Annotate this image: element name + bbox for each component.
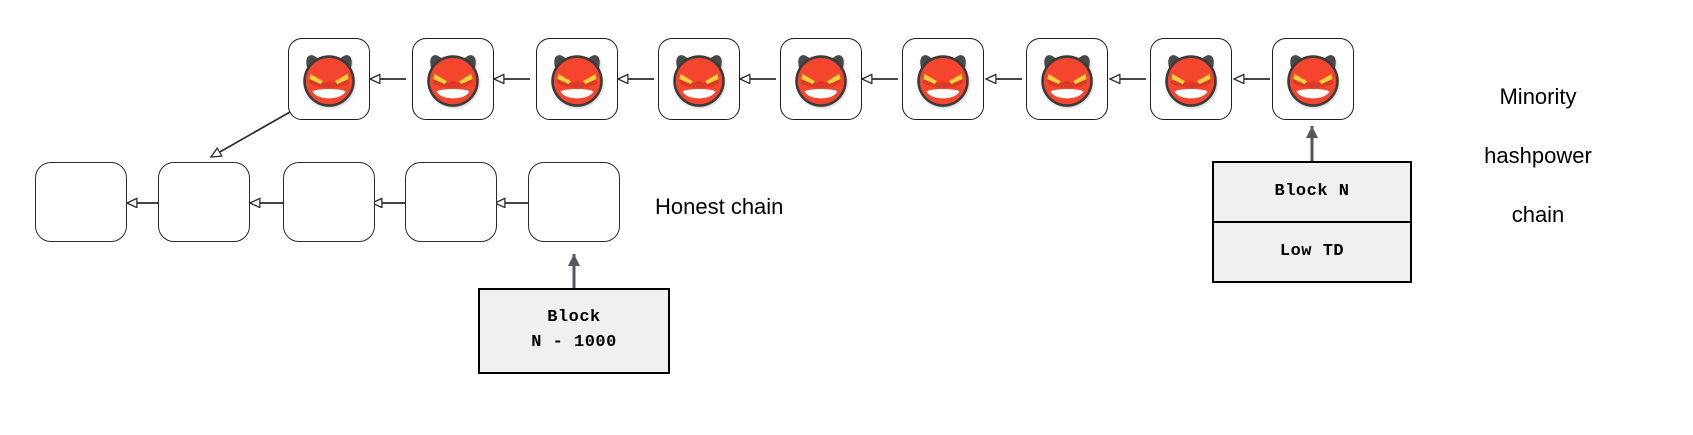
- smiling-devil-emoji: [289, 39, 369, 119]
- attacker-tip-callout-row-0: Block N: [1274, 181, 1350, 201]
- attacker-block-1[interactable]: [412, 38, 494, 120]
- attacker-block-4[interactable]: [780, 38, 862, 120]
- smiling-devil-emoji: [537, 39, 617, 119]
- minority-chain-label-line-3: chain: [1511, 202, 1565, 228]
- honest-block-1[interactable]: [158, 162, 250, 242]
- attacker-block-6[interactable]: [1026, 38, 1108, 120]
- honest-tip-callout[interactable]: Block N - 1000: [478, 288, 670, 374]
- attacker-tip-callout[interactable]: Block N Low TD: [1212, 161, 1412, 283]
- attacker-block-7[interactable]: [1150, 38, 1232, 120]
- attacker-block-5[interactable]: [902, 38, 984, 120]
- smiling-devil-emoji: [1273, 39, 1353, 119]
- honest-chain-label: Honest chain: [655, 194, 784, 219]
- minority-hashpower-chain-label: Minority hashpower chain: [1448, 52, 1628, 260]
- attacker-tip-callout-row-1: Low TD: [1214, 221, 1410, 281]
- honest-block-2[interactable]: [283, 162, 375, 242]
- smiling-devil-emoji: [413, 39, 493, 119]
- smiling-devil-emoji: [781, 39, 861, 119]
- smiling-devil-emoji: [903, 39, 983, 119]
- fork-arrow: [211, 111, 291, 157]
- honest-block-3[interactable]: [405, 162, 497, 242]
- honest-block-4[interactable]: [528, 162, 620, 242]
- attacker-block-3[interactable]: [658, 38, 740, 120]
- smiling-devil-emoji: [1151, 39, 1231, 119]
- attacker-block-0[interactable]: [288, 38, 370, 120]
- attacker-block-8[interactable]: [1272, 38, 1354, 120]
- honest-tip-callout-row-0: Block N - 1000: [531, 308, 617, 352]
- attacker-block-2[interactable]: [536, 38, 618, 120]
- honest-block-0[interactable]: [35, 162, 127, 242]
- smiling-devil-emoji: [1027, 39, 1107, 119]
- smiling-devil-emoji: [659, 39, 739, 119]
- minority-chain-label-line-1: Minority: [1499, 83, 1577, 109]
- minority-chain-label-line-2: hashpower: [1484, 143, 1592, 169]
